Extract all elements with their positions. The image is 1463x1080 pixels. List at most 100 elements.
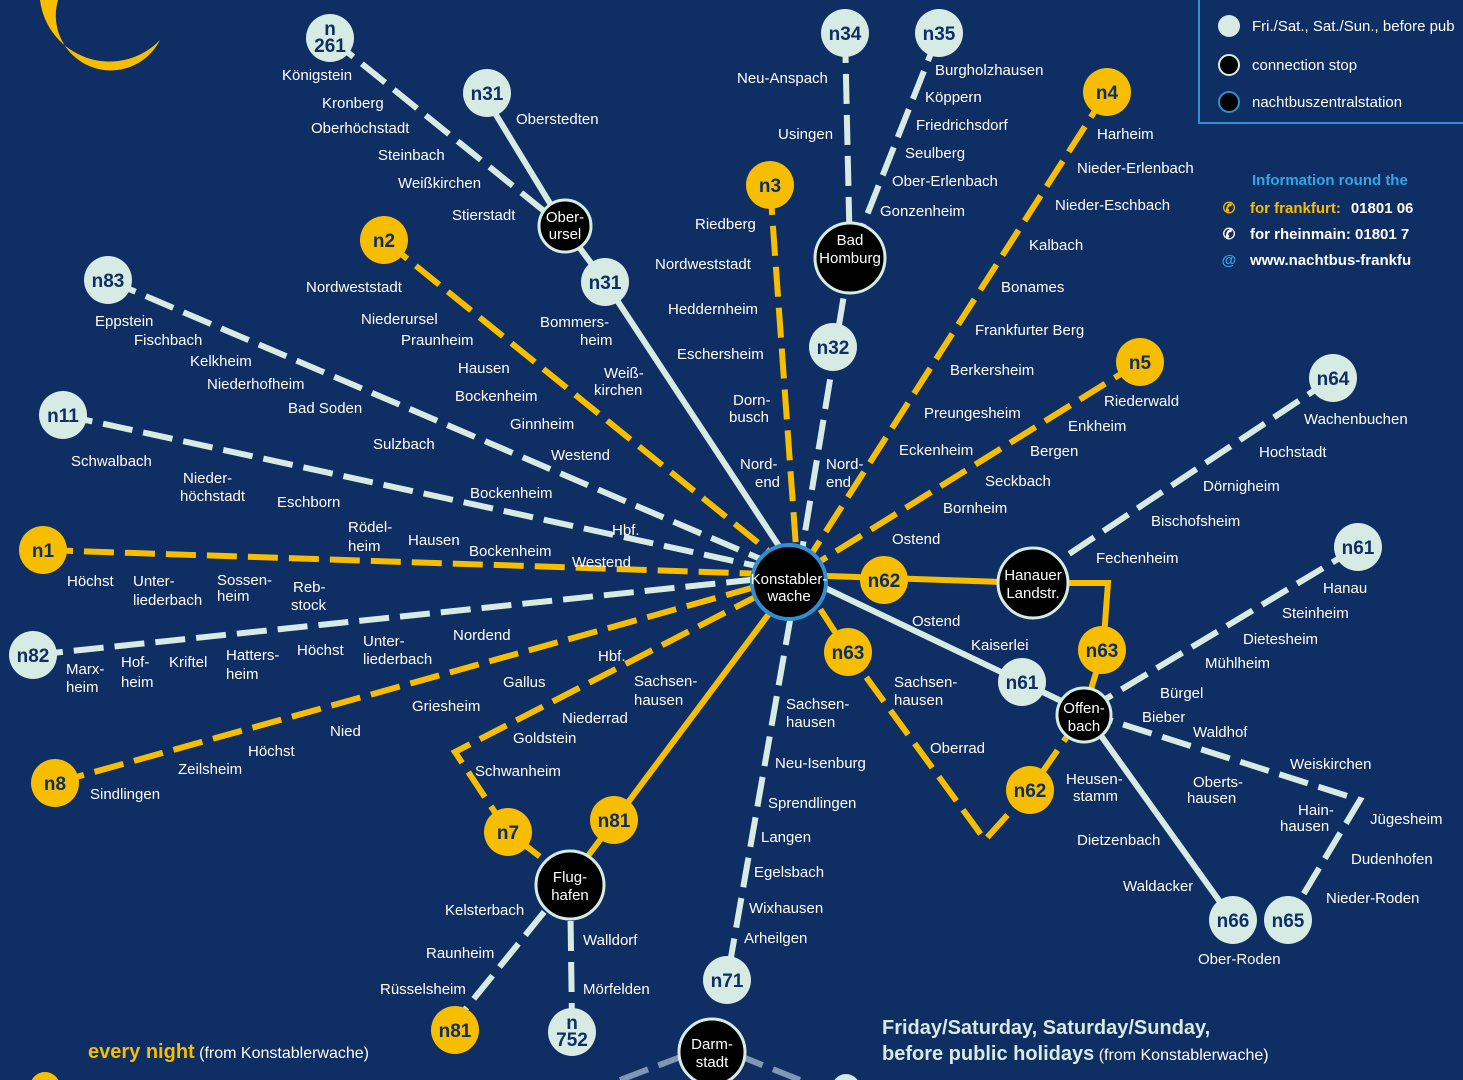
stop-label: Raunheim <box>426 945 494 962</box>
stop-label: Kaiserlei <box>971 637 1029 654</box>
stop-label: Sachsen- <box>894 674 957 691</box>
stop-label: Weißkirchen <box>398 175 481 192</box>
route-badge-label: n65 <box>1272 911 1305 932</box>
route-badge-label: n71 <box>711 971 744 992</box>
stop-label: end <box>755 474 780 491</box>
route-badge-label: n81 <box>439 1021 472 1042</box>
route-line-n5 <box>796 359 1142 578</box>
svg-text:Bad: Bad <box>837 232 864 249</box>
stop-label: heim <box>66 679 99 696</box>
stop-label: heim <box>217 588 250 605</box>
weekend-dot-icon <box>832 1074 860 1080</box>
route-badge-label: n83 <box>92 271 125 292</box>
route-badge-label: n35 <box>923 24 956 45</box>
stop-label: Mühlheim <box>1205 655 1270 672</box>
stop-label: Seckbach <box>985 473 1051 490</box>
route-badge-label: n5 <box>1129 353 1152 374</box>
route-badge-label: n62 <box>1014 781 1047 802</box>
stop-label: Enkheim <box>1068 418 1126 435</box>
route-badge-n31: n31 <box>463 69 511 117</box>
route-line-n65 <box>1083 709 1365 922</box>
every-night-caption: every night (from Konstablerwache) <box>88 1041 369 1064</box>
stop-label: Burgholzhausen <box>935 62 1043 79</box>
route-line-n1 <box>42 547 799 578</box>
stop-label: Hof- <box>121 654 149 671</box>
stop-label: Praunheim <box>401 332 474 349</box>
route-badge-label: n <box>566 1013 578 1034</box>
stop-label: Schwanheim <box>475 763 561 780</box>
stop-label: Oberstedten <box>516 111 599 128</box>
stop-label: Unter- <box>133 573 175 590</box>
svg-text:hafen: hafen <box>551 887 589 904</box>
stop-label: end <box>826 474 851 491</box>
route-badge-label: 261 <box>314 36 346 57</box>
route-line-n83 <box>106 277 800 578</box>
stop-label: Bonames <box>1001 279 1064 296</box>
route-badge-label: n63 <box>832 643 865 664</box>
stop-label: Eschersheim <box>677 346 764 363</box>
svg-text:Flug-: Flug- <box>553 869 587 886</box>
route-badge-n63: n63 <box>1078 626 1126 674</box>
stop-label: Berkersheim <box>950 362 1034 379</box>
info-heading: Information round the <box>1252 172 1408 189</box>
stop-label: hausen <box>786 714 835 731</box>
stop-label: Sachsen- <box>634 673 697 690</box>
route-line-n82 <box>32 572 799 658</box>
route-badge-n82: n82 <box>9 631 57 679</box>
hub-darmstadt: Darm- stadt <box>677 1017 747 1080</box>
stop-label: Nord- <box>826 456 864 473</box>
stop-label: Steinbach <box>378 147 445 164</box>
route-badge-n81: n81 <box>590 796 638 844</box>
stop-label: Seulberg <box>905 145 965 162</box>
legend-item-connection-stop: connection stop <box>1218 53 1357 77</box>
stop-label: Goldstein <box>513 730 576 747</box>
route-badge-label: 752 <box>556 1030 588 1051</box>
stop-label: Waldhof <box>1193 724 1248 741</box>
stop-label: Sprendlingen <box>768 795 856 812</box>
stop-label: Köppern <box>925 89 982 106</box>
route-badge-n1: n1 <box>19 526 67 574</box>
stop-label: Rödel- <box>348 519 392 536</box>
route-line-n71 <box>724 574 801 981</box>
svg-text:Darm-: Darm- <box>691 1036 733 1053</box>
stop-label: Steinheim <box>1282 605 1349 622</box>
hub-flughafen: Flug- hafen <box>534 849 606 921</box>
stop-label: heim <box>348 538 381 555</box>
hub-offenbach: Offen- bach <box>1055 686 1113 744</box>
stop-label: Hanau <box>1323 580 1367 597</box>
stop-label: Marx- <box>66 661 104 678</box>
stop-label: Niederhofheim <box>207 376 305 393</box>
stop-label: Dorn- <box>733 392 771 409</box>
svg-text:wache: wache <box>766 588 810 605</box>
stop-label: Neu-Anspach <box>737 70 828 87</box>
route-line-n63 <box>795 573 1087 845</box>
stop-label: Jügesheim <box>1370 811 1443 828</box>
route-badge-n63: n63 <box>824 628 872 676</box>
info-rheinmain[interactable]: ✆ for rheinmain: 01801 7 <box>1218 221 1463 247</box>
info-website[interactable]: @ www.nachtbus-frankfu <box>1218 247 1463 273</box>
stop-label: Eckenheim <box>899 442 973 459</box>
stop-label: Kalbach <box>1029 237 1083 254</box>
route-line-n66 <box>1081 710 1236 922</box>
route-badge-n61: n61 <box>1334 523 1382 571</box>
stop-label: Preungesheim <box>924 405 1021 422</box>
stop-label: Bad Soden <box>288 400 362 417</box>
legend: Fri./Sat., Sat./Sun., before pub connect… <box>1198 0 1463 124</box>
route-line-n261 <box>328 35 567 231</box>
route-badge-n71: n71 <box>703 956 751 1004</box>
route-badge-n81: n81 <box>431 1006 479 1054</box>
stop-label: Unter- <box>363 633 405 650</box>
stop-label: Arheilgen <box>744 930 807 947</box>
weekend-title-line2: before public holidays <box>882 1043 1095 1065</box>
route-badge-label: n11 <box>47 406 79 427</box>
route-line-n61-hanau <box>1082 544 1360 715</box>
svg-text:Ober-: Ober- <box>546 209 584 226</box>
route-badge-label: n4 <box>1096 83 1119 104</box>
info-frankfurt[interactable]: ✆ for frankfurt: 01801 06 <box>1218 195 1463 221</box>
route-badge-n61: n61 <box>998 658 1046 706</box>
route-badge-label: n31 <box>471 84 504 105</box>
stop-label: liederbach <box>363 651 432 668</box>
